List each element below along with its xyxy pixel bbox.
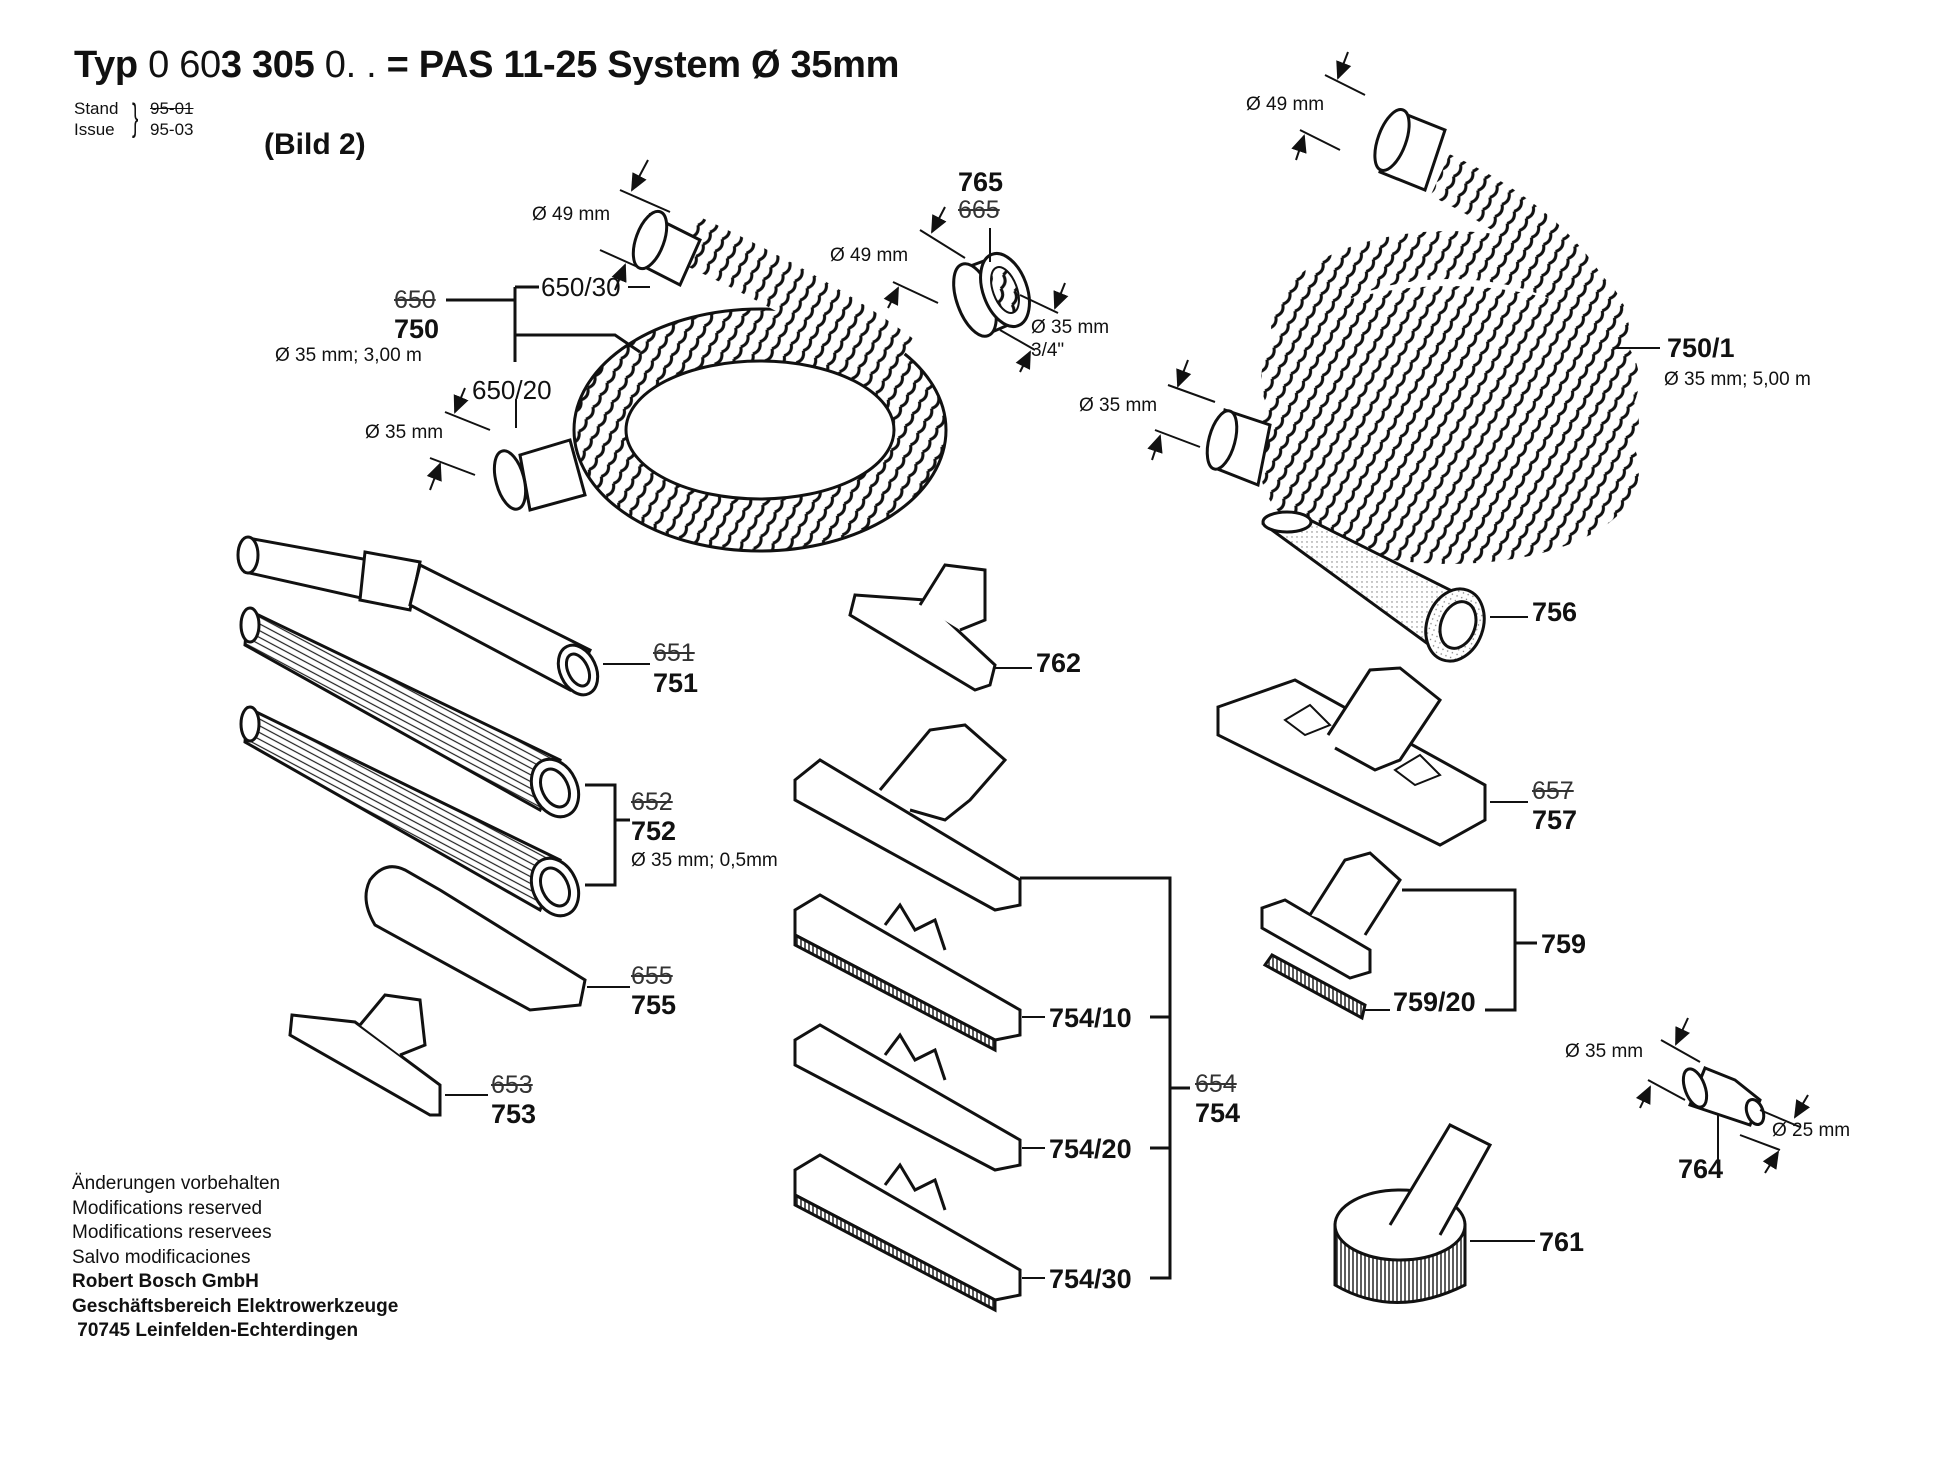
part-label-765[interactable]: 765: [958, 167, 1004, 197]
upholstery-nozzle-759-drawing: [1260, 851, 1402, 1021]
part-label-754-10[interactable]: 754/10: [1049, 1003, 1132, 1033]
nozzle-756-drawing: [1260, 510, 1486, 663]
old-part-number-657: 657: [1532, 777, 1574, 805]
issue-label: Issue: [74, 120, 115, 139]
leader-lines-750: [446, 285, 650, 428]
round-brush-761-drawing: [1333, 1123, 1493, 1304]
figure-label: (Bild 2): [264, 128, 366, 161]
part-label-751[interactable]: 751: [653, 668, 699, 698]
stand-label: Stand: [74, 99, 119, 118]
old-part-number-651: 651: [653, 639, 695, 667]
part-label-762[interactable]: 762: [1036, 648, 1082, 678]
footer-division: Geschäftsbereich Elektrowerkzeuge: [72, 1295, 399, 1317]
old-part-number-652: 652: [631, 788, 673, 816]
leader-bracket-754: [1020, 876, 1190, 1280]
hose-750-1-dim-bottom: Ø 35 mm: [1079, 395, 1158, 416]
title-number-part1: 0 60: [148, 44, 221, 86]
part-label-754-20[interactable]: 754/20: [1049, 1134, 1132, 1164]
title-number-part2: 3 305: [220, 44, 315, 86]
part-label-759-20[interactable]: 759/20: [1393, 987, 1476, 1017]
nozzle-753-drawing: [288, 993, 442, 1117]
tubes-752-drawing: [239, 606, 581, 918]
footer-line: Änderungen vorbehalten: [72, 1173, 281, 1194]
title-number-part3: 0. .: [324, 44, 377, 86]
reducer-764-dim-out: Ø 25 mm: [1772, 1120, 1851, 1141]
old-part-number-665: 665: [958, 196, 1000, 224]
old-part-number-655: 655: [631, 962, 673, 990]
dimension-lines-left-hose: [426, 159, 671, 491]
footer-line: Modifications reservees: [72, 1222, 272, 1243]
revision-block: Stand Issue } 95-01 95-03: [74, 98, 193, 140]
dimension-lines-765: [883, 206, 1069, 373]
issue-value: 95-03: [150, 120, 194, 139]
reducer-764-drawing: [1681, 1066, 1766, 1127]
part-label-759[interactable]: 759: [1541, 929, 1587, 959]
leader-bracket-759: [1365, 888, 1537, 1012]
part-label-754-30[interactable]: 754/30: [1049, 1264, 1132, 1294]
adapter-765-dim-inner: Ø 35 mm: [1031, 317, 1110, 338]
title-model: PAS 11-25 System Ø 35mm: [418, 44, 900, 86]
adapter-765-thread: 3/4": [1031, 340, 1065, 361]
part-label-752[interactable]: 752: [631, 816, 677, 846]
stand-value: 95-01: [150, 99, 194, 118]
hose-750-1-spec: Ø 35 mm; 5,00 m: [1664, 369, 1811, 390]
old-part-number-654: 654: [1195, 1070, 1237, 1098]
part-label-750-1[interactable]: 750/1: [1667, 333, 1735, 363]
dimension-lines-764: [1635, 1017, 1811, 1174]
hose-750-1-drawing: [1205, 108, 1639, 564]
part-label-757[interactable]: 757: [1532, 805, 1578, 835]
hose-750-drawing: [492, 209, 948, 553]
part-label-650-30[interactable]: 650/30: [541, 272, 621, 302]
tube-751-drawing: [236, 535, 600, 697]
adapter-765-drawing: [952, 252, 1031, 338]
footer-notes: Änderungen vorbehalten Modifications res…: [72, 1172, 398, 1344]
reducer-764-dim-in: Ø 35 mm: [1565, 1041, 1644, 1062]
part-label-755[interactable]: 755: [631, 990, 677, 1020]
floor-nozzle-754-30-drawing: [793, 1153, 1022, 1313]
footer-line: Modifications reserved: [72, 1197, 263, 1219]
hose-750-spec: Ø 35 mm; 3,00 m: [275, 345, 422, 366]
floor-nozzle-754-drawing: [793, 723, 1022, 912]
hose-750-1-dim-top: Ø 49 mm: [1246, 94, 1325, 115]
title-equals: =: [386, 44, 409, 86]
leader-bracket-752: [585, 783, 617, 887]
part-label-753[interactable]: 753: [491, 1099, 537, 1129]
crevice-nozzle-755-drawing: [364, 865, 587, 1012]
adapter-765-dim-outer: Ø 49 mm: [830, 245, 909, 266]
part-label-754[interactable]: 754: [1195, 1098, 1241, 1128]
floor-nozzle-754-10-drawing: [793, 893, 1022, 1053]
page-title: Typ 0 603 305 0. . = PAS 11-25 System Ø …: [74, 44, 899, 87]
part-label-764[interactable]: 764: [1678, 1154, 1724, 1184]
old-part-number-653: 653: [491, 1071, 533, 1099]
part-label-756[interactable]: 756: [1532, 597, 1578, 627]
hose-750-dim-top: Ø 49 mm: [532, 204, 611, 225]
footer-address: 70745 Leinfelden-Echterdingen: [72, 1320, 359, 1341]
title-typ: Typ: [74, 44, 138, 86]
old-part-number-650: 650: [394, 286, 436, 314]
part-label-650-20[interactable]: 650/20: [472, 375, 552, 405]
tubes-752-spec: Ø 35 mm; 0,5mm: [631, 850, 778, 871]
nozzle-762-drawing: [848, 563, 997, 692]
footer-company: Robert Bosch GmbH: [72, 1271, 259, 1292]
brace-icon: }: [132, 97, 139, 139]
part-label-750[interactable]: 750: [394, 314, 440, 344]
hose-750-dim-bottom: Ø 35 mm: [365, 422, 444, 443]
dimension-lines-right-hose: [1147, 51, 1660, 461]
floor-nozzle-757-drawing: [1216, 666, 1487, 847]
floor-nozzle-754-20-drawing: [793, 1023, 1022, 1172]
footer-line: Salvo modificaciones: [72, 1246, 251, 1268]
part-label-761[interactable]: 761: [1539, 1227, 1585, 1257]
